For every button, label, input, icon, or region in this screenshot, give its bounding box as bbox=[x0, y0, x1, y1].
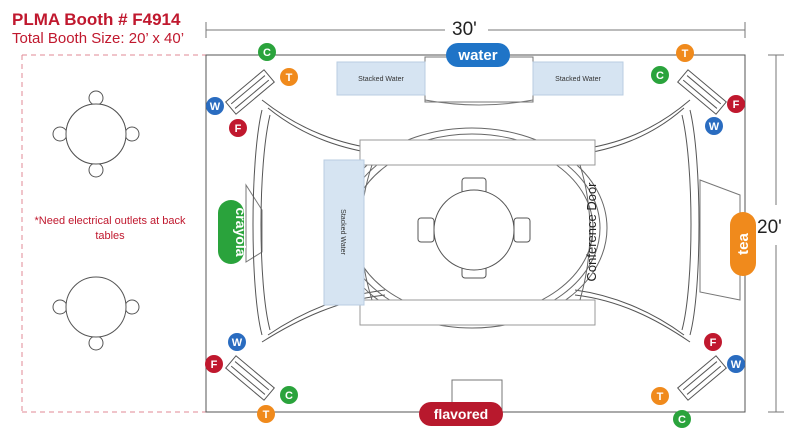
badge-circle bbox=[228, 333, 246, 351]
badge-t-bottom-left: T bbox=[257, 405, 275, 423]
badge-circle bbox=[229, 119, 247, 137]
left-counter bbox=[245, 183, 263, 263]
badge-w-top-right: W bbox=[705, 117, 723, 135]
badge-circle bbox=[651, 387, 669, 405]
badge-letter: C bbox=[263, 47, 271, 59]
tea-pill-label: tea bbox=[735, 233, 752, 255]
electrical-note: *Need electrical outlets at back tables bbox=[34, 215, 186, 242]
curved-walls bbox=[252, 99, 700, 343]
badge-w-bottom-left: W bbox=[228, 333, 246, 351]
badge-circle bbox=[705, 117, 723, 135]
badge-f-bottom-left: F bbox=[205, 355, 223, 373]
crayola-pill: crayola bbox=[218, 200, 249, 264]
badge-t-bottom-right: T bbox=[651, 387, 669, 405]
badge-letter: F bbox=[710, 337, 717, 349]
badge-letter: C bbox=[656, 70, 664, 82]
flavored-pill: flavored bbox=[419, 402, 503, 426]
badge-c-top-right: C bbox=[651, 66, 669, 84]
stacked-water-right-label: Stacked Water bbox=[555, 76, 601, 83]
badge-letter: F bbox=[211, 359, 218, 371]
badge-letter: F bbox=[235, 123, 242, 135]
badge-letter: F bbox=[733, 99, 740, 111]
stacked-water-side-label: Stacked Water bbox=[339, 209, 346, 255]
badge-letter: C bbox=[285, 390, 293, 402]
badge-circle bbox=[704, 333, 722, 351]
dimension-lines bbox=[205, 22, 784, 413]
badge-letter: W bbox=[232, 337, 243, 349]
badge-circle bbox=[651, 66, 669, 84]
badge-letter: T bbox=[286, 72, 293, 84]
badge-t-top-left: T bbox=[280, 68, 298, 86]
badge-layer: C T W F T C F W W F C T F W T C bbox=[205, 43, 745, 428]
badge-letter: W bbox=[709, 121, 720, 133]
flavored-pill-label: flavored bbox=[434, 406, 488, 422]
badge-letter: W bbox=[731, 359, 742, 371]
height-dimension-label: 20' bbox=[757, 217, 782, 238]
badge-w-bottom-right: W bbox=[727, 355, 745, 373]
corner-unit-bottom-right bbox=[677, 355, 727, 401]
water-pill: water bbox=[446, 43, 510, 67]
stacked-water-side-area bbox=[323, 159, 365, 306]
badge-circle bbox=[257, 405, 275, 423]
right-counter bbox=[699, 179, 741, 301]
back-table-top bbox=[52, 90, 140, 178]
booth-size-subtitle: Total Booth Size: 20’ x 40’ bbox=[12, 30, 185, 47]
back-table-bottom bbox=[52, 276, 140, 351]
badge-letter: T bbox=[263, 409, 270, 421]
badge-circle bbox=[727, 95, 745, 113]
badge-circle bbox=[205, 355, 223, 373]
badge-letter: T bbox=[682, 48, 689, 60]
stacked-water-left-area bbox=[336, 61, 426, 96]
conference-table bbox=[417, 177, 531, 279]
badge-circle bbox=[280, 386, 298, 404]
badge-circle bbox=[673, 410, 691, 428]
corner-unit-top-right bbox=[677, 69, 727, 115]
badge-f-top-left: F bbox=[229, 119, 247, 137]
badge-letter: T bbox=[657, 391, 664, 403]
water-pill-label: water bbox=[457, 47, 497, 64]
badge-circle bbox=[727, 355, 745, 373]
tea-pill: tea bbox=[730, 212, 756, 276]
width-dimension-label: 30' bbox=[452, 19, 477, 40]
badge-f-top-right: F bbox=[727, 95, 745, 113]
stacked-water-right-area bbox=[532, 61, 624, 96]
badge-circle bbox=[258, 43, 276, 61]
badge-c-bottom-left: C bbox=[280, 386, 298, 404]
conference-door-label: Conference Door bbox=[584, 182, 599, 282]
booth-title: PLMA Booth # F4914 bbox=[12, 10, 181, 29]
badge-circle bbox=[280, 68, 298, 86]
badge-letter: C bbox=[678, 414, 686, 426]
corner-unit-bottom-left bbox=[225, 355, 275, 401]
crayola-pill-label: crayola bbox=[233, 207, 249, 256]
badge-f-bottom-right: F bbox=[704, 333, 722, 351]
badge-circle bbox=[676, 44, 694, 62]
badge-c-top-left: C bbox=[258, 43, 276, 61]
badge-letter: W bbox=[210, 101, 221, 113]
conference-room bbox=[336, 127, 608, 329]
stacked-water-left-label: Stacked Water bbox=[358, 76, 404, 83]
corner-unit-top-left bbox=[225, 69, 275, 115]
badge-t-top-right: T bbox=[676, 44, 694, 62]
badge-w-top-left: W bbox=[206, 97, 224, 115]
badge-c-bottom-right: C bbox=[673, 410, 691, 428]
badge-circle bbox=[206, 97, 224, 115]
